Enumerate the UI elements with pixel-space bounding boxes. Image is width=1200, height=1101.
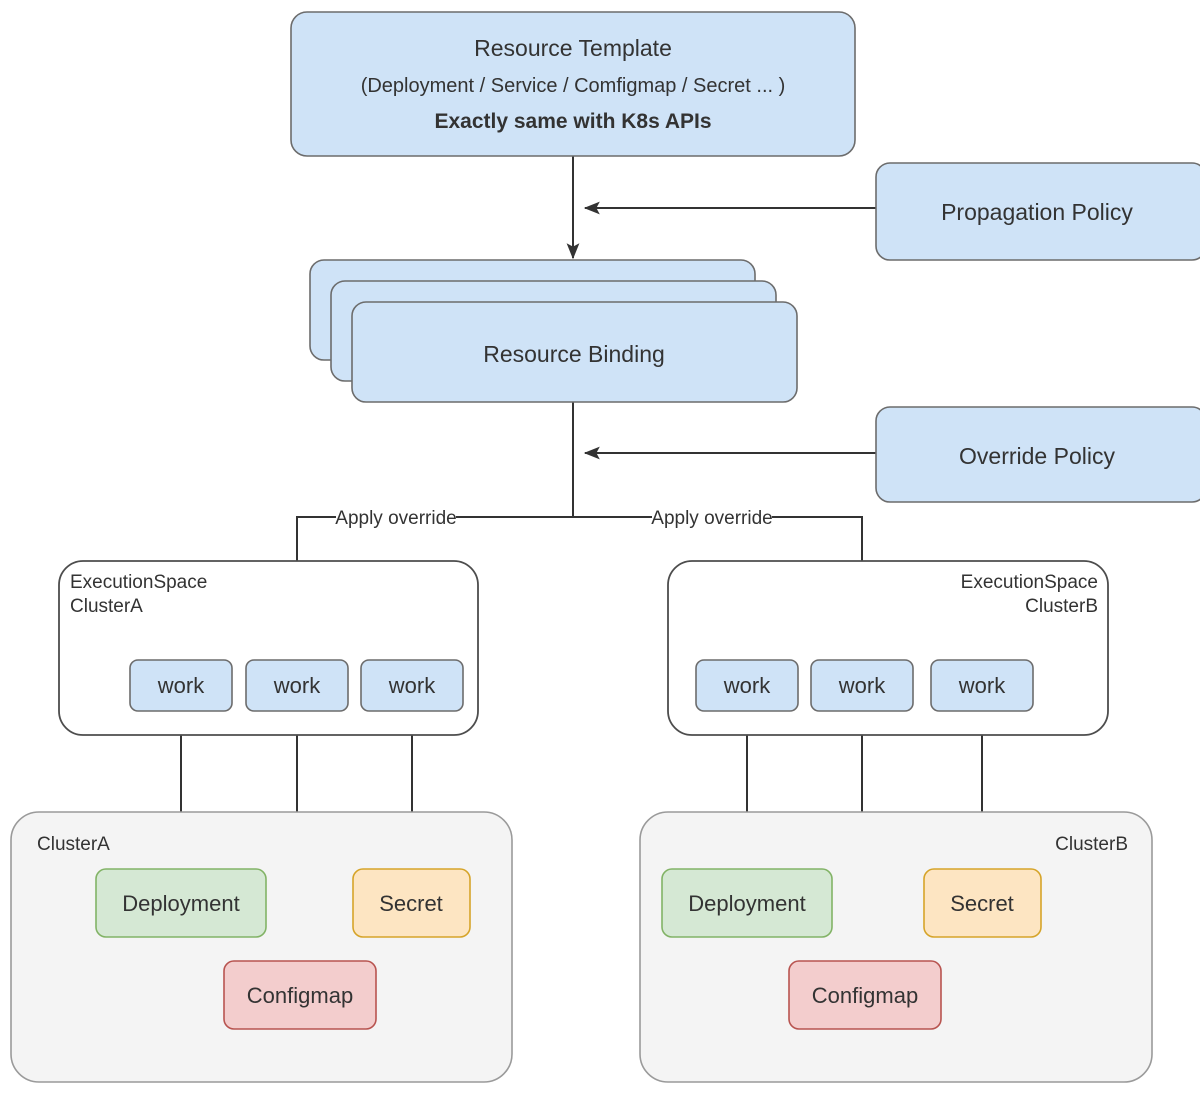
work-node-a2[interactable]: work (245, 659, 349, 712)
resource-binding-label: Resource Binding (483, 341, 665, 367)
secret-node-cluster-a[interactable]: Secret (352, 868, 471, 938)
apply-override-right-label-bg (652, 505, 772, 529)
secret-box-a[interactable] (352, 868, 471, 938)
work-label-a1: work (157, 673, 205, 698)
apply-override-right-label: Apply override (651, 508, 772, 529)
work-label-b2: work (838, 673, 886, 698)
execution-space-b-title-line1: ExecutionSpace (961, 572, 1098, 593)
work-box-b2[interactable] (810, 659, 914, 712)
configmap-box-a[interactable] (223, 960, 377, 1030)
work-box-a2[interactable] (245, 659, 349, 712)
work-node-b3[interactable]: work (930, 659, 1034, 712)
work-node-a1[interactable]: work (129, 659, 233, 712)
override-policy-box[interactable] (875, 406, 1200, 503)
work-node-b2[interactable]: work (810, 659, 914, 712)
configmap-node-cluster-a[interactable]: Configmap (223, 960, 377, 1030)
deployment-box-b[interactable] (661, 868, 833, 938)
apply-override-left-label: Apply override (335, 508, 456, 529)
override-policy-node[interactable]: Override Policy (875, 406, 1200, 503)
cluster-a-label: ClusterA (37, 834, 110, 855)
apply-override-left-label-bg (336, 505, 456, 529)
work-label-b3: work (958, 673, 1006, 698)
execution-space-a-title-line2: ClusterA (70, 596, 143, 617)
deployment-node-cluster-a[interactable]: Deployment (95, 868, 267, 938)
work-label-b1: work (723, 673, 771, 698)
cluster-b-panel-group: ClusterB (639, 811, 1153, 1083)
resource-template-subtitle: (Deployment / Service / Comfigmap / Secr… (361, 75, 786, 97)
propagation-policy-label: Propagation Policy (941, 199, 1133, 225)
work-node-b1[interactable]: work (695, 659, 799, 712)
deployment-node-cluster-b[interactable]: Deployment (661, 868, 833, 938)
cluster-a-panel-group: ClusterA (10, 811, 513, 1083)
resource-template-box[interactable] (290, 11, 856, 157)
execution-space-b-title-line2: ClusterB (1025, 596, 1098, 617)
deployment-label-a: Deployment (122, 891, 239, 916)
resource-template-note: Exactly same with K8s APIs (434, 110, 711, 133)
work-box-b1[interactable] (695, 659, 799, 712)
work-box-b3[interactable] (930, 659, 1034, 712)
secret-box-b[interactable] (923, 868, 1042, 938)
secret-label-b: Secret (950, 891, 1014, 916)
configmap-label-a: Configmap (247, 983, 353, 1008)
deployment-box-a[interactable] (95, 868, 267, 938)
resource-template-node[interactable]: Resource Template (Deployment / Service … (290, 11, 856, 157)
deployment-label-b: Deployment (688, 891, 805, 916)
configmap-label-b: Configmap (812, 983, 918, 1008)
propagation-policy-box[interactable] (875, 162, 1200, 261)
configmap-box-b[interactable] (788, 960, 942, 1030)
override-policy-label: Override Policy (959, 443, 1115, 469)
resource-binding-node[interactable]: Resource Binding (309, 259, 798, 403)
work-box-a1[interactable] (129, 659, 233, 712)
secret-label-a: Secret (379, 891, 443, 916)
resource-template-title: Resource Template (474, 35, 672, 61)
resource-binding-card-front[interactable] (351, 301, 798, 403)
secret-node-cluster-b[interactable]: Secret (923, 868, 1042, 938)
propagation-policy-node[interactable]: Propagation Policy (875, 162, 1200, 261)
work-node-a3[interactable]: work (360, 659, 464, 712)
work-label-a3: work (388, 673, 436, 698)
execution-space-a-title-line1: ExecutionSpace (70, 572, 207, 593)
work-label-a2: work (273, 673, 321, 698)
configmap-node-cluster-b[interactable]: Configmap (788, 960, 942, 1030)
work-box-a3[interactable] (360, 659, 464, 712)
cluster-b-label: ClusterB (1055, 834, 1128, 855)
